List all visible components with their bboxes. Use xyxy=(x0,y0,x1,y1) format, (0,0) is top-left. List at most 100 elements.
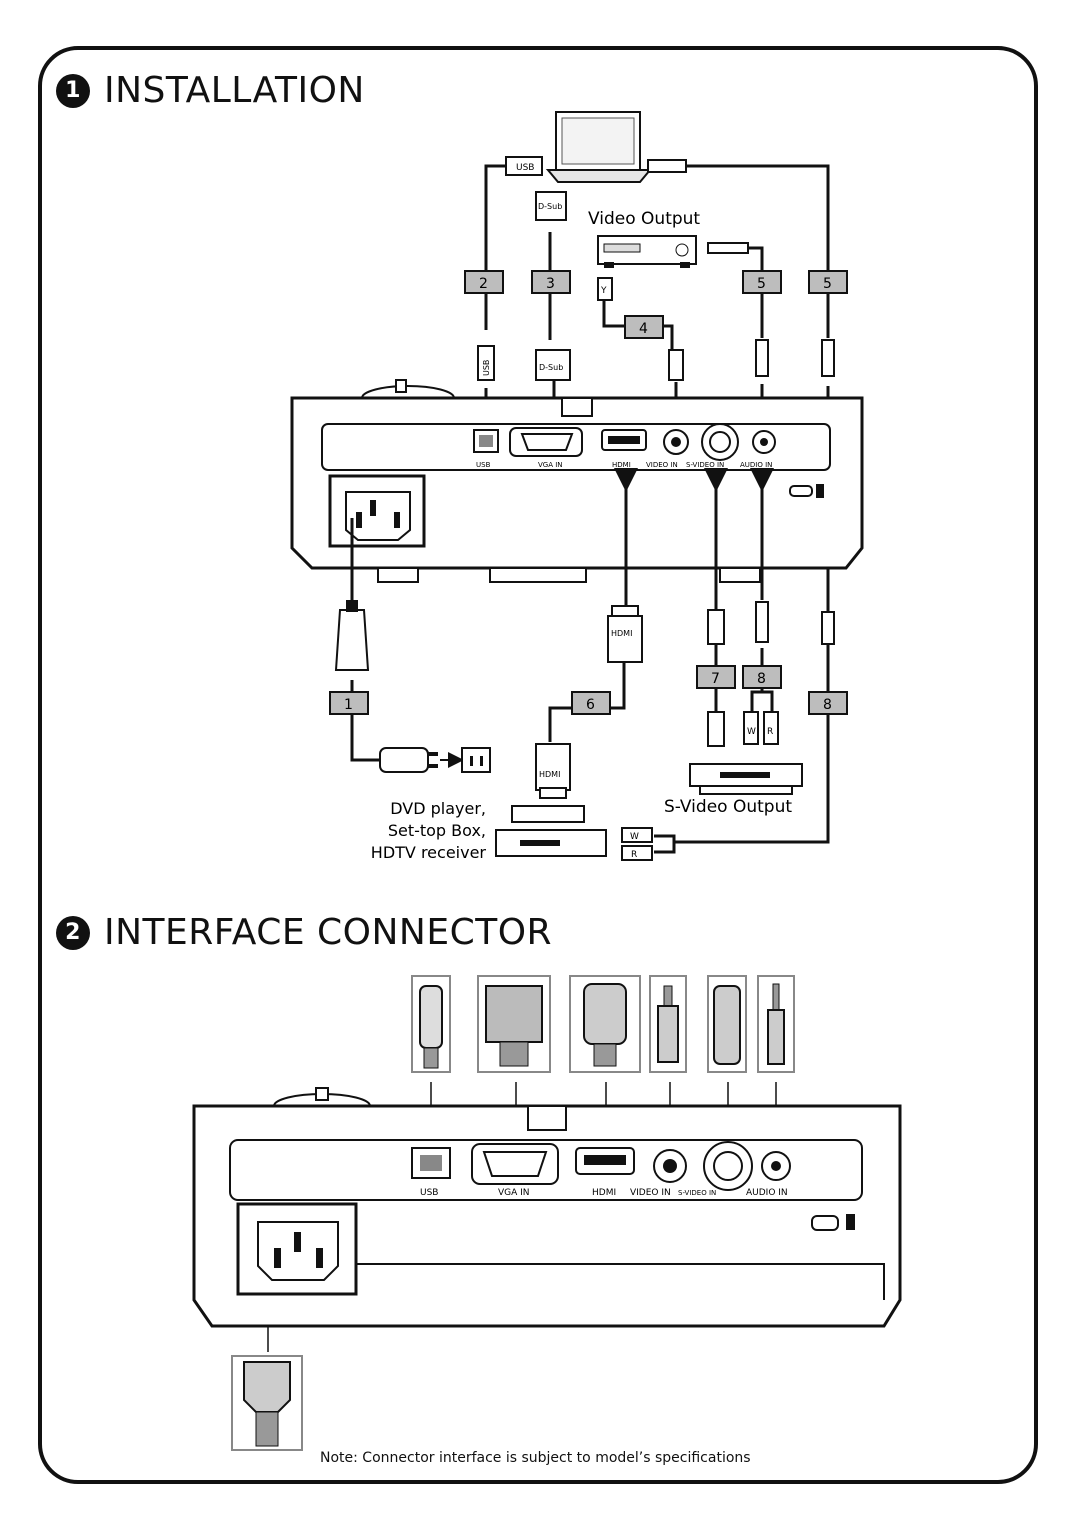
audio-plug-projector-b xyxy=(821,339,835,377)
cable-number-4: 4 xyxy=(624,315,664,339)
svg-text:R: R xyxy=(767,727,773,737)
svg-text:HDMI: HDMI xyxy=(539,770,560,779)
cable-number-3: 3 xyxy=(531,270,571,294)
svg-text:7: 7 xyxy=(711,671,720,687)
interface-heading: 2 INTERFACE CONNECTOR xyxy=(56,912,552,953)
hdmi-plug-source: HDMI xyxy=(535,743,571,799)
svg-text:USB: USB xyxy=(516,163,534,173)
svg-text:HDMI: HDMI xyxy=(592,1188,616,1198)
usb-port xyxy=(473,429,499,453)
dvd-source-label: DVD player, Set-top Box, HDTV receiver xyxy=(371,799,487,862)
rca-connector-thumb xyxy=(649,975,687,1073)
page-frame xyxy=(38,46,1038,1484)
laptop-icon xyxy=(545,111,653,183)
svg-text:HDMI: HDMI xyxy=(612,461,631,469)
ac-plug xyxy=(379,747,438,773)
port-labels: USB VGA IN HDMI VIDEO IN S-VIDEO IN AUDI… xyxy=(476,461,772,469)
usb-plug-projector: USB xyxy=(477,345,495,381)
audio-plug-projector-bottom-b xyxy=(821,611,835,645)
cable-number-8b: 8 xyxy=(808,691,848,715)
svg-text:HDTV receiver: HDTV receiver xyxy=(371,843,487,862)
svg-text:HDMI: HDMI xyxy=(611,629,632,638)
video-in-port-detail xyxy=(653,1149,687,1183)
usb-plug-top: USB xyxy=(505,156,543,176)
audio-connector-thumb xyxy=(757,975,795,1073)
svg-text:6: 6 xyxy=(586,697,595,713)
cable-number-2: 2 xyxy=(464,270,504,294)
svg-text:VGA IN: VGA IN xyxy=(498,1188,530,1198)
svg-text:1: 1 xyxy=(344,697,353,713)
svg-text:AUDIO IN: AUDIO IN xyxy=(746,1188,788,1198)
wall-outlet-icon xyxy=(461,747,491,773)
cable-number-5b: 5 xyxy=(808,270,848,294)
cable-number-7: 7 xyxy=(696,665,736,689)
audio-plug-video-device xyxy=(707,242,749,254)
audio-plug-top xyxy=(647,159,687,173)
projector-rear-panel-detail xyxy=(192,1087,902,1328)
svideo-plug-projector xyxy=(707,609,725,645)
svideo-output-device-icon xyxy=(689,763,803,795)
svg-text:5: 5 xyxy=(823,276,832,292)
svg-text:R: R xyxy=(631,850,637,860)
svg-text:5: 5 xyxy=(757,276,766,292)
hdmi-connector-thumb xyxy=(569,975,641,1073)
hdmi-plug-projector: HDMI xyxy=(607,605,643,663)
svideo-connector-thumb xyxy=(707,975,747,1073)
svg-text:4: 4 xyxy=(639,321,648,337)
projector-rear-panel xyxy=(290,379,864,583)
svideo-in-port-detail xyxy=(703,1141,753,1191)
vga-port xyxy=(509,427,583,457)
installation-title: INSTALLATION xyxy=(104,70,365,111)
dsub-plug-top: D-Sub xyxy=(535,191,567,221)
audio-plug-projector-a xyxy=(755,339,769,377)
svg-text:S-VIDEO IN: S-VIDEO IN xyxy=(686,461,724,469)
svg-text:AUDIO IN: AUDIO IN xyxy=(740,461,772,469)
y-plug-top: Y xyxy=(597,277,613,301)
power-connector-thumb xyxy=(231,1355,303,1451)
usb-port-detail xyxy=(411,1147,451,1179)
audio-in-port-detail xyxy=(761,1151,791,1181)
svg-text:USB: USB xyxy=(482,360,491,376)
model-spec-note: Note: Connector interface is subject to … xyxy=(320,1450,751,1466)
svideo-in-port xyxy=(701,423,739,461)
vga-connector-thumb xyxy=(477,975,551,1073)
section-number-badge: 2 xyxy=(56,915,90,950)
cable-number-5a: 5 xyxy=(742,270,782,294)
svg-text:2: 2 xyxy=(479,276,488,292)
cable-number-6: 6 xyxy=(571,691,611,715)
svg-text:VGA IN: VGA IN xyxy=(538,461,563,469)
svg-text:VIDEO IN: VIDEO IN xyxy=(646,461,678,469)
hdmi-port xyxy=(601,429,647,451)
svg-text:Set-top Box,: Set-top Box, xyxy=(388,821,486,840)
dsub-plug-projector: D-Sub xyxy=(535,349,571,381)
usb-connector-thumb xyxy=(411,975,451,1073)
svg-text:USB: USB xyxy=(476,461,491,469)
video-in-port xyxy=(663,429,689,455)
svg-text:W: W xyxy=(630,832,639,842)
svideo-output-label: S-Video Output xyxy=(664,797,792,817)
svg-text:USB: USB xyxy=(420,1188,438,1198)
cable-number-1: 1 xyxy=(329,691,369,715)
cable-number-8a: 8 xyxy=(742,665,782,689)
svideo-plug-source xyxy=(707,711,725,747)
vga-port-detail xyxy=(471,1143,559,1185)
svg-text:8: 8 xyxy=(823,697,832,713)
svg-text:D-Sub: D-Sub xyxy=(539,363,563,372)
svg-text:D-Sub: D-Sub xyxy=(538,202,562,211)
rca-w-plug-dvd: W xyxy=(621,827,653,843)
svg-text:8: 8 xyxy=(757,671,766,687)
installation-heading: 1 INSTALLATION xyxy=(56,70,365,111)
video-output-label: Video Output xyxy=(588,209,700,229)
svg-text:DVD player,: DVD player, xyxy=(390,799,486,818)
svg-text:3: 3 xyxy=(546,276,555,292)
dvd-player-icon xyxy=(495,805,607,857)
svg-text:S-VIDEO IN: S-VIDEO IN xyxy=(678,1189,716,1197)
audio-in-port xyxy=(752,430,776,454)
svg-text:VIDEO IN: VIDEO IN xyxy=(630,1188,671,1198)
audio-plug-projector-bottom xyxy=(755,601,769,643)
video-plug-projector xyxy=(668,349,684,381)
interface-title: INTERFACE CONNECTOR xyxy=(104,912,553,953)
svg-text:Y: Y xyxy=(600,286,607,296)
hdmi-port-detail xyxy=(575,1147,635,1175)
